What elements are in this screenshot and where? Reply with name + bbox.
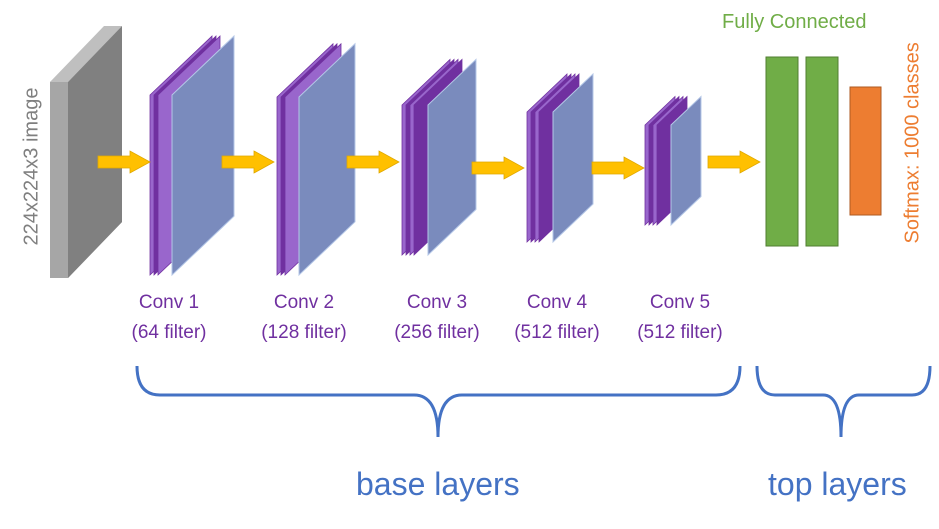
conv-5-feature-map <box>670 95 702 227</box>
conv-3-name: Conv 3 <box>406 292 468 313</box>
flow-arrow-3 <box>346 150 400 174</box>
conv-4-stack <box>526 72 594 244</box>
top-layers-brace <box>755 365 932 438</box>
flow-arrow-4 <box>471 156 525 180</box>
conv-4-label: Conv 4 (512 filter) <box>492 288 622 348</box>
conv-2-label: Conv 2 (128 filter) <box>239 288 369 348</box>
conv-stacks <box>149 34 702 277</box>
conv-1-feature-map <box>171 34 235 277</box>
conv-1-stack <box>149 34 235 277</box>
conv-4-feature-map <box>552 72 594 244</box>
fc-bar-1 <box>765 56 799 247</box>
conv-2-filters: (128 filter) <box>261 322 347 343</box>
conv-3-filters: (256 filter) <box>394 322 480 343</box>
input-image-label: 224x224x3 image <box>20 87 43 246</box>
softmax-label: Softmax: 1000 classes <box>901 42 924 244</box>
flow-arrow-2 <box>221 150 275 174</box>
conv-1-filters: (64 filter) <box>131 322 207 343</box>
top-layers-label: top layers <box>768 466 907 502</box>
conv-2-feature-map <box>298 42 356 277</box>
conv-1-label: Conv 1 (64 filter) <box>104 288 234 348</box>
softmax-bar <box>849 86 882 216</box>
conv-5-filters: (512 filter) <box>637 322 723 343</box>
fc-bar-2 <box>805 56 839 247</box>
base-layers-brace <box>135 365 742 438</box>
conv-5-label: Conv 5 (512 filter) <box>615 288 745 348</box>
flow-arrow-1 <box>97 150 151 174</box>
conv-4-filters: (512 filter) <box>514 322 600 343</box>
input-block-left <box>50 82 68 278</box>
flow-arrows <box>97 150 761 180</box>
input-block-topedge <box>50 26 122 82</box>
flow-arrow-5 <box>591 156 645 180</box>
conv-2-name: Conv 2 <box>273 292 335 313</box>
input-image-block <box>50 26 122 278</box>
fully-connected-layers <box>765 56 839 247</box>
conv-4-name: Conv 4 <box>526 292 588 313</box>
conv-3-feature-map <box>427 58 477 257</box>
conv-3-label: Conv 3 (256 filter) <box>372 288 502 348</box>
conv-5-name: Conv 5 <box>649 292 711 313</box>
flow-arrow-6 <box>707 150 761 174</box>
input-block-front <box>68 26 122 278</box>
fully-connected-label: Fully Connected <box>722 11 867 33</box>
conv-5-stack <box>644 95 702 227</box>
conv-3-stack <box>401 58 477 257</box>
conv-2-stack <box>276 42 356 277</box>
base-layers-label: base layers <box>356 466 520 502</box>
conv-1-name: Conv 1 <box>138 292 200 313</box>
